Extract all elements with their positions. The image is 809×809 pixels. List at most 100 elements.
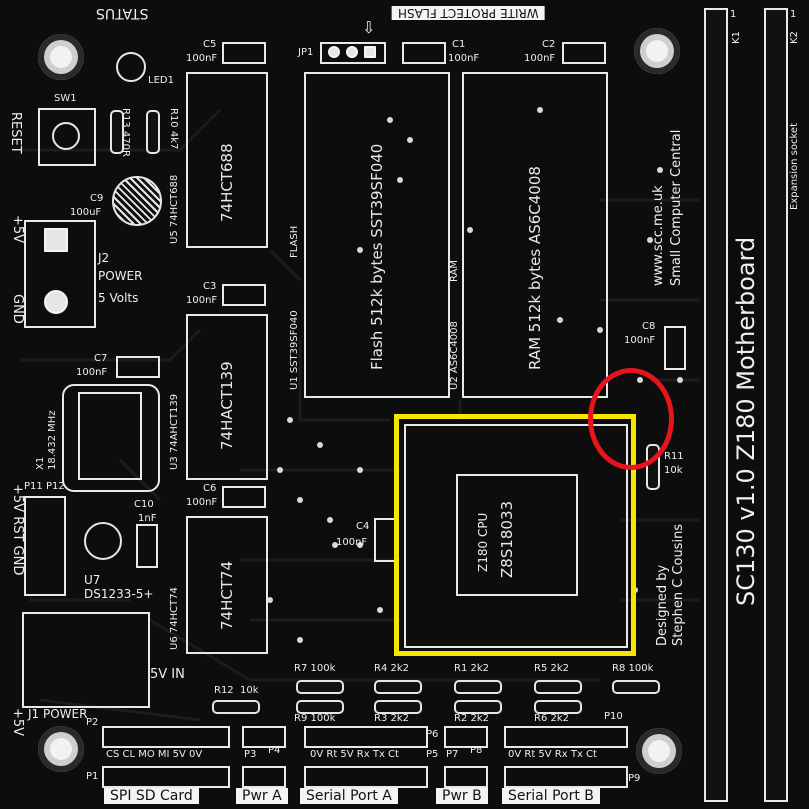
x1-crystal: [62, 384, 160, 492]
r12-resistor: [212, 700, 260, 714]
u2-designator: U2 AS6C4008: [449, 321, 460, 390]
j2-pin-1: [44, 228, 68, 252]
c10-label: C10: [134, 499, 154, 510]
r12-label: R12: [214, 685, 234, 696]
p9-header[interactable]: [504, 766, 628, 788]
c8-label: C8: [642, 321, 656, 332]
r13-label: R13 470R: [120, 108, 131, 157]
p12-label: P12: [46, 481, 65, 492]
c1-label: C1: [452, 39, 466, 50]
r12-value: 10k: [240, 685, 259, 696]
r3-label: R3 2k2: [374, 713, 410, 724]
p8-header[interactable]: [444, 766, 488, 788]
jp1-pin-3: [364, 46, 376, 58]
pwr-b-label: Pwr B: [436, 788, 488, 804]
sw1-label: SW1: [54, 93, 77, 104]
mounting-hole-bottom-left: [38, 726, 84, 772]
j2-label: J2: [98, 251, 110, 265]
k2-expansion-bus[interactable]: [764, 8, 788, 802]
k1-pin1-label: 1: [730, 9, 737, 20]
p9-label: P9: [628, 773, 641, 784]
k2-label: K2: [789, 31, 800, 44]
c6-capacitor: [222, 486, 266, 508]
p1-header[interactable]: [102, 766, 230, 788]
j2-power-label: POWER: [98, 269, 143, 283]
p5-label: P5: [426, 749, 439, 760]
u3-designator: U3 74AHCT139: [169, 393, 180, 470]
r8-label: R8 100k: [612, 663, 654, 674]
c4-value: 100nF: [336, 537, 368, 548]
r9-resistor: [296, 700, 344, 714]
j2-power-connector[interactable]: [24, 220, 96, 328]
p7-header[interactable]: [444, 726, 488, 748]
c7-capacitor: [116, 356, 160, 378]
reset-switch[interactable]: [38, 108, 96, 166]
p11-edge-label: +5V RST GND: [10, 484, 25, 576]
u5-designator: U5 74HCT688: [169, 174, 180, 244]
r9-label: R9 100k: [294, 713, 336, 724]
c2-capacitor: [562, 42, 606, 64]
u6-designator: U6 74HCT74: [169, 587, 180, 650]
designer-line1: Designed by: [655, 564, 670, 646]
p6-header[interactable]: [304, 726, 428, 748]
p3-header[interactable]: [242, 726, 286, 748]
j2-pin-2: [44, 290, 68, 314]
c3-capacitor: [222, 284, 266, 306]
marker-circle: [588, 368, 674, 470]
p8-label: P8: [470, 745, 483, 756]
c1-capacitor: [402, 42, 446, 64]
r5-label: R5 2k2: [534, 663, 570, 674]
c5-value: 100nF: [186, 53, 218, 64]
reset-switch-button[interactable]: [52, 122, 80, 150]
p10-label: P10: [604, 711, 623, 722]
r8-resistor: [612, 680, 660, 694]
r10-resistor: [146, 110, 160, 154]
u2-chip-label: RAM 512k bytes AS6C4008: [526, 166, 544, 370]
company-label: Small Computer Central: [669, 129, 684, 286]
p5-header[interactable]: [304, 766, 428, 788]
p4-header[interactable]: [242, 766, 286, 788]
p10-header[interactable]: [504, 726, 628, 748]
x1-label: X1: [35, 456, 46, 470]
p11-p12-header[interactable]: [24, 496, 66, 596]
c10-capacitor: [136, 524, 158, 568]
serial-a-pin-labels: 0V Rt 5V Rx Tx Ct: [310, 749, 399, 760]
led1: [116, 52, 146, 82]
u5-chip-label: 74HCT688: [218, 143, 236, 222]
r5-resistor: [534, 680, 582, 694]
expansion-label: Expansion socket: [789, 122, 800, 210]
p7-label: P7: [446, 749, 459, 760]
serial-b-pin-labels: 0V Rt 5V Rx Tx Ct: [508, 749, 597, 760]
jp1-jumper[interactable]: [320, 42, 386, 64]
plus5v-top-label: +5V: [10, 215, 25, 244]
u6-socket: [186, 516, 268, 654]
led1-label: LED1: [148, 75, 174, 86]
c6-label: C6: [203, 483, 217, 494]
r13-resistor: [110, 110, 124, 154]
u1-designator: U1 SST39SF040: [289, 310, 300, 390]
jp1-pin-1: [328, 46, 340, 58]
k1-expansion-bus[interactable]: [704, 8, 728, 802]
p2-label: P2: [86, 717, 99, 728]
c5-capacitor: [222, 42, 266, 64]
r11-label: R11: [664, 451, 684, 462]
c2-value: 100nF: [524, 53, 556, 64]
p3-label: P3: [244, 749, 257, 760]
c3-value: 100nF: [186, 295, 218, 306]
plus5v-bottom-label: +5V: [10, 708, 25, 737]
mounting-hole-top-right: [634, 28, 680, 74]
arrow-down-icon: ⇩: [362, 18, 376, 37]
c6-value: 100nF: [186, 497, 218, 508]
jp1-pin-2: [346, 46, 358, 58]
c10-value: 1nF: [138, 513, 157, 524]
p2-header[interactable]: [102, 726, 230, 748]
j2-volts-label: 5 Volts: [98, 291, 139, 305]
j1-power-jack[interactable]: [22, 612, 150, 708]
c1-value: 100nF: [448, 53, 480, 64]
u3-socket: [186, 314, 268, 480]
serial-a-label: Serial Port A: [300, 788, 398, 804]
website-label: www.scc.me.uk: [651, 185, 666, 286]
c9-label: C9: [90, 193, 104, 204]
r7-resistor: [296, 680, 344, 694]
c4-capacitor: [374, 518, 396, 562]
